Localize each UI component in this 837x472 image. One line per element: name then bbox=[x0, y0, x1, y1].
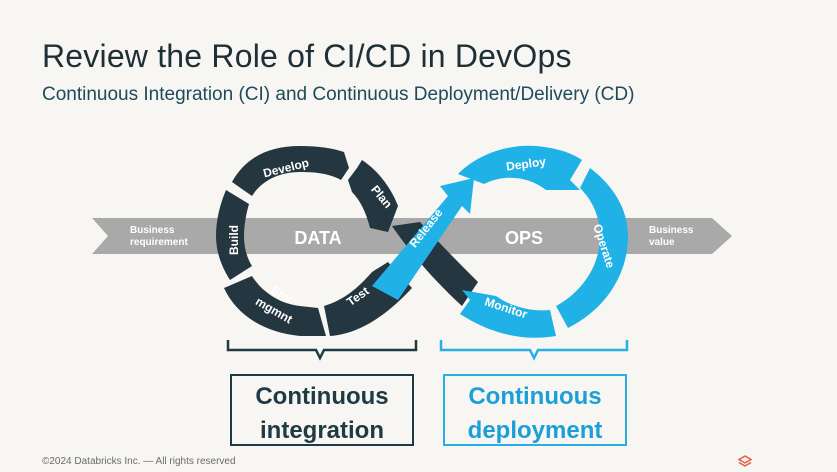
right-loop-label: OPS bbox=[505, 228, 543, 248]
cd-brace bbox=[439, 340, 629, 361]
copyright-footer: ©2024 Databricks Inc. — All rights reser… bbox=[42, 456, 236, 467]
left-loop-label: DATA bbox=[294, 228, 341, 248]
segment-deploy bbox=[458, 145, 582, 190]
page-title: Review the Role of CI/CD in DevOps bbox=[42, 38, 572, 74]
segment-develop bbox=[232, 146, 349, 196]
continuous-integration-box: Continuous integration bbox=[230, 374, 414, 446]
segment-monitor bbox=[460, 290, 556, 338]
output-label-line2: value bbox=[649, 237, 675, 248]
input-label-line2: requirement bbox=[130, 237, 188, 248]
output-label-line1: Business bbox=[649, 225, 694, 236]
cd-line1: Continuous bbox=[468, 383, 602, 410]
segment-env-mgmnt bbox=[224, 276, 326, 336]
stage-build: Build bbox=[227, 225, 241, 255]
databricks-logo-icon bbox=[738, 455, 752, 467]
input-label-line1: Business bbox=[130, 225, 175, 236]
stage-deploy: Deploy bbox=[505, 154, 547, 173]
ci-line2: integration bbox=[260, 417, 384, 444]
segment-build bbox=[216, 190, 252, 280]
continuous-deployment-box: Continuous deployment bbox=[443, 374, 627, 446]
segment-operate bbox=[556, 168, 628, 328]
ci-brace bbox=[226, 340, 418, 361]
cd-line2: deployment bbox=[467, 417, 603, 444]
segment-plan bbox=[348, 160, 398, 232]
page-subtitle: Continuous Integration (CI) and Continuo… bbox=[42, 84, 635, 105]
ci-line1: Continuous bbox=[255, 383, 389, 410]
segment-release bbox=[372, 178, 474, 300]
